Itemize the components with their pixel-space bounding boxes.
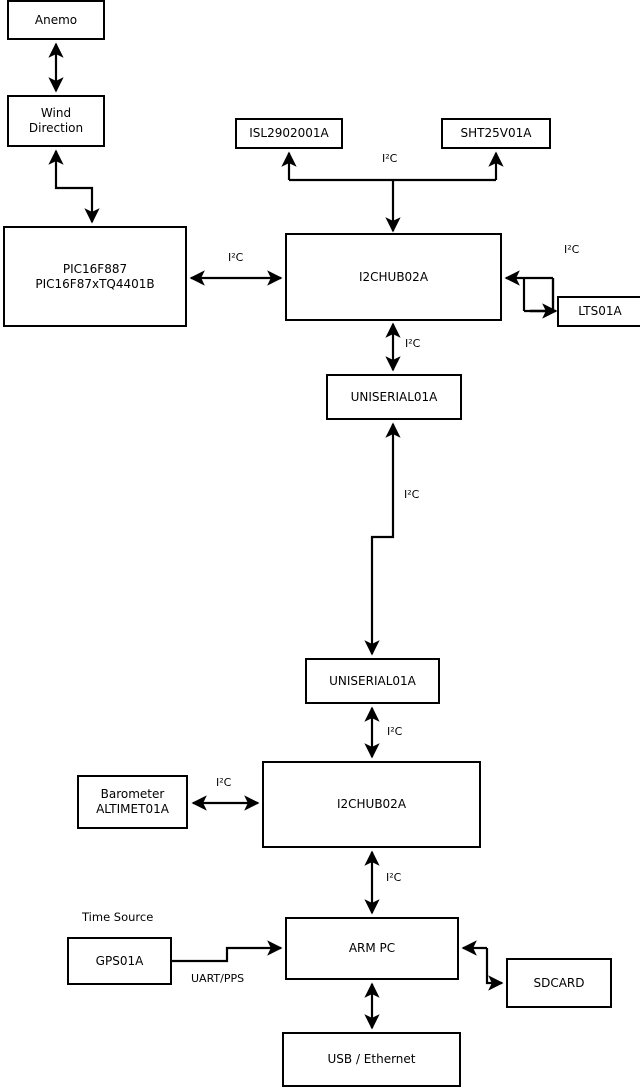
connector-gps-armpc xyxy=(172,940,283,963)
edge-label-i2c-hub-lts: I²C xyxy=(564,243,580,256)
node-i2chub02a-top-label: I2CHUB02A xyxy=(358,269,429,284)
label-time-source: Time Source xyxy=(82,910,154,924)
node-barometer-altimet01a[interactable]: Barometer ALTIMET01A xyxy=(77,775,188,829)
connector-pic-winddirection xyxy=(48,149,100,224)
node-barometer-label: Barometer ALTIMET01A xyxy=(96,787,169,816)
node-lts01a-label: LTS01A xyxy=(578,304,622,318)
node-sht25v01a-label: SHT25V01A xyxy=(460,126,532,140)
node-isl2902001a-label: ISL2902001A xyxy=(249,126,329,140)
node-pic-microcontroller[interactable]: PIC16F887 PIC16F87xTQ4401B xyxy=(3,226,187,327)
node-arm-pc-label: ARM PC xyxy=(348,941,396,955)
node-pic-label: PIC16F887 PIC16F87xTQ4401B xyxy=(35,261,155,291)
node-sdcard[interactable]: SDCARD xyxy=(506,958,612,1008)
edge-label-i2c-pic-hub: I²C xyxy=(228,251,244,264)
node-gps01a-label: GPS01A xyxy=(95,953,144,968)
node-wind-direction[interactable]: Wind Direction xyxy=(7,95,105,147)
node-usb-ethernet-label: USB / Ethernet xyxy=(327,1052,416,1066)
connector-uniserial-link xyxy=(364,422,401,656)
edge-label-i2c-uniserial-hub-bottom: I²C xyxy=(387,725,403,738)
edge-label-i2c-hub-armpc: I²C xyxy=(386,871,402,884)
node-sht25v01a[interactable]: SHT25V01A xyxy=(441,118,551,149)
node-anemo[interactable]: Anemo xyxy=(7,0,105,40)
edge-label-i2c-barometer-hub: I²C xyxy=(216,776,232,789)
node-arm-pc[interactable]: ARM PC xyxy=(285,917,459,980)
node-usb-ethernet[interactable]: USB / Ethernet xyxy=(282,1032,461,1087)
node-uniserial01a-bottom[interactable]: UNISERIAL01A xyxy=(305,658,440,704)
node-i2chub02a-bottom[interactable]: I2CHUB02A xyxy=(262,761,481,848)
node-uniserial01a-top-label: UNISERIAL01A xyxy=(350,389,438,404)
edge-label-i2c-uniserial-link: I²C xyxy=(404,488,420,501)
node-i2chub02a-bottom-label: I2CHUB02A xyxy=(336,797,407,811)
connector-lts-return xyxy=(530,278,555,313)
connector-armpc-sdcard-bend xyxy=(485,948,504,991)
node-isl2902001a[interactable]: ISL2902001A xyxy=(235,118,343,149)
edge-label-i2c-hub-uniserial: I²C xyxy=(405,337,421,350)
node-i2chub02a-top[interactable]: I2CHUB02A xyxy=(285,233,502,321)
node-gps01a[interactable]: GPS01A xyxy=(67,937,172,985)
node-anemo-label: Anemo xyxy=(34,12,78,27)
edge-label-uart-pps: UART/PPS xyxy=(191,972,245,985)
node-uniserial01a-top[interactable]: UNISERIAL01A xyxy=(326,374,462,420)
node-sdcard-label: SDCARD xyxy=(533,975,585,990)
node-uniserial01a-bottom-label: UNISERIAL01A xyxy=(329,673,416,688)
edge-label-i2c-sensor-bus: I²C xyxy=(382,152,398,165)
node-wind-direction-label: Wind Direction xyxy=(28,106,84,135)
node-lts01a[interactable]: LTS01A xyxy=(557,296,640,327)
